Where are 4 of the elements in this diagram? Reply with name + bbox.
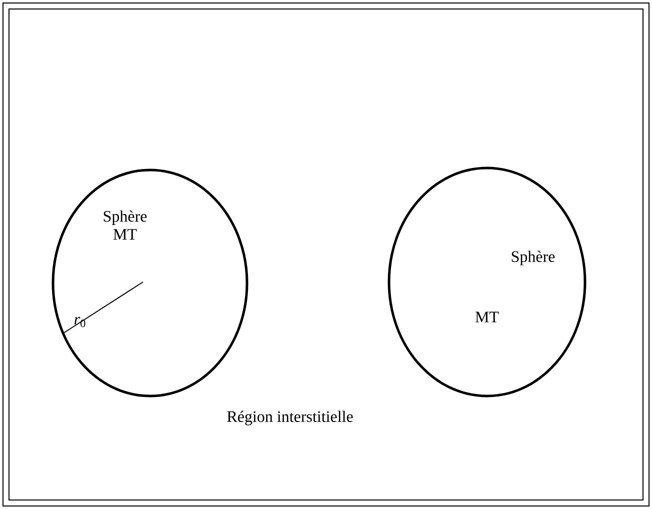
sphere-label: Sphère [512,250,555,266]
region-label: Région interstitielle [227,410,353,426]
sphere-label: MT [475,312,499,322]
sphere-label: Sphère MT [104,210,147,240]
